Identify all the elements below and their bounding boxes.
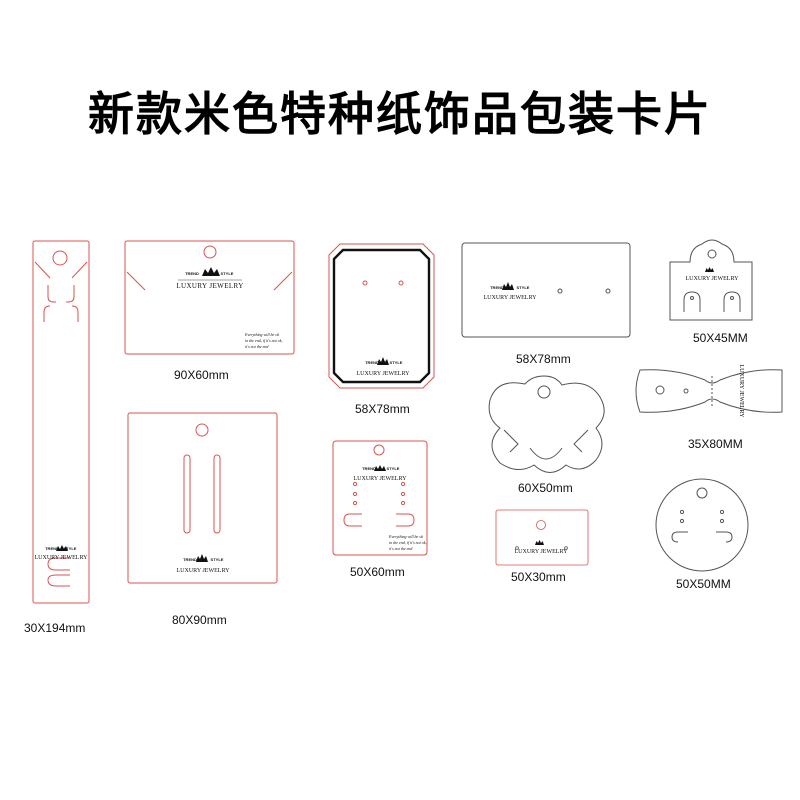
- crown-icon: [535, 540, 544, 545]
- script-line-2: in the end, if it's not ok,: [245, 338, 283, 344]
- crown-icon: [705, 267, 714, 272]
- brand-name-text: LUXURY JEWELRY: [354, 476, 408, 482]
- label-50x45: 50X45MM: [693, 331, 748, 345]
- brand-name-text: LUXURY JEWELRY: [35, 555, 89, 561]
- brand-mark-58x78-rect: TREND STYLE LUXURY JEWELRY: [484, 282, 538, 301]
- card-60x50: [488, 375, 605, 473]
- card-90x60: [124, 240, 295, 355]
- crown-icon: [502, 282, 514, 290]
- brand-name-text: LUXURY JEWELRY: [686, 276, 740, 282]
- crown-icon: [374, 465, 386, 471]
- label-50x60: 50X60mm: [350, 565, 405, 579]
- brand-style-text: STYLE: [517, 285, 530, 290]
- label-80x90: 80X90mm: [172, 613, 227, 627]
- label-30x194: 30X194mm: [24, 621, 86, 635]
- brand-trend-text: TREND: [185, 271, 199, 276]
- brand-mark-30x194: TREND STYLE LUXURY JEWELRY: [35, 545, 89, 561]
- crown-icon: [377, 357, 389, 365]
- brand-name-text: LUXURY JEWELRY: [177, 568, 231, 574]
- script-line-1: Everything will be ok: [388, 534, 423, 539]
- brand-style-text: STYLE: [390, 360, 403, 365]
- brand-name-text: LUXURY JEWELRY: [515, 549, 569, 555]
- card-58x78-octagon: [328, 243, 435, 389]
- card-50x60: [332, 440, 428, 556]
- brand-style-text: STYLE: [64, 546, 77, 551]
- card-58x78-rect: [461, 242, 631, 338]
- crown-icon: [56, 545, 68, 551]
- script-line-3: it's not the end: [389, 546, 413, 551]
- script-line-3: it's not the end: [245, 344, 269, 349]
- label-50x30: 50X30mm: [511, 570, 566, 584]
- card-80x90: [127, 412, 278, 584]
- brand-mark-90x60: TREND STYLE LUXURY JEWELRY Everything wi…: [176, 267, 283, 349]
- brand-style-text: STYLE: [221, 271, 234, 276]
- brand-trend-text: TREND: [365, 360, 379, 365]
- crown-icon: [202, 267, 220, 276]
- label-58x78-octagon: 58X78mm: [355, 402, 410, 416]
- brand-trend-text: TREND: [183, 557, 197, 562]
- page-title: 新款米色特种纸饰品包装卡片: [88, 87, 712, 141]
- label-50x50: 50X50MM: [676, 577, 731, 591]
- label-60x50: 60X50mm: [518, 481, 573, 495]
- brand-style-text: STYLE: [387, 466, 400, 471]
- brand-mark-50x30: LUXURY JEWELRY: [515, 540, 569, 555]
- script-line-1: Everything will be ok: [244, 332, 279, 337]
- brand-name-text: LUXURY JEWELRY: [738, 365, 744, 419]
- script-line-2: in the end, if it's not ok,: [389, 540, 427, 546]
- brand-trend-text: TREND: [362, 466, 376, 471]
- card-50x30: [495, 509, 589, 566]
- brand-mark-50x60: TREND STYLE LUXURY JEWELRY Everything wi…: [354, 465, 427, 551]
- card-35x80: [635, 369, 783, 413]
- brand-style-text: STYLE: [211, 557, 224, 562]
- brand-name-text: LUXURY JEWELRY: [357, 371, 411, 377]
- brand-trend-text: TREND: [490, 285, 504, 290]
- brand-mark-80x90: TREND STYLE LUXURY JEWELRY: [177, 554, 231, 574]
- card-50x45: [669, 239, 753, 321]
- brand-trend-text: TREND: [45, 546, 59, 551]
- brand-mark-50x45: LUXURY JEWELRY: [686, 267, 740, 282]
- label-35x80: 35X80MM: [688, 437, 743, 451]
- card-30x194: [32, 240, 90, 604]
- brand-name-text: LUXURY JEWELRY: [176, 282, 243, 290]
- crown-icon: [196, 554, 208, 562]
- card-50x50: [655, 478, 749, 572]
- label-58x78-rect: 58X78mm: [516, 352, 571, 366]
- label-90x60: 90X60mm: [174, 368, 229, 382]
- brand-name-text: LUXURY JEWELRY: [484, 295, 538, 301]
- brand-mark-35x80: LUXURY JEWELRY: [738, 365, 744, 419]
- brand-mark-58x78: TREND STYLE LUXURY JEWELRY: [357, 357, 411, 377]
